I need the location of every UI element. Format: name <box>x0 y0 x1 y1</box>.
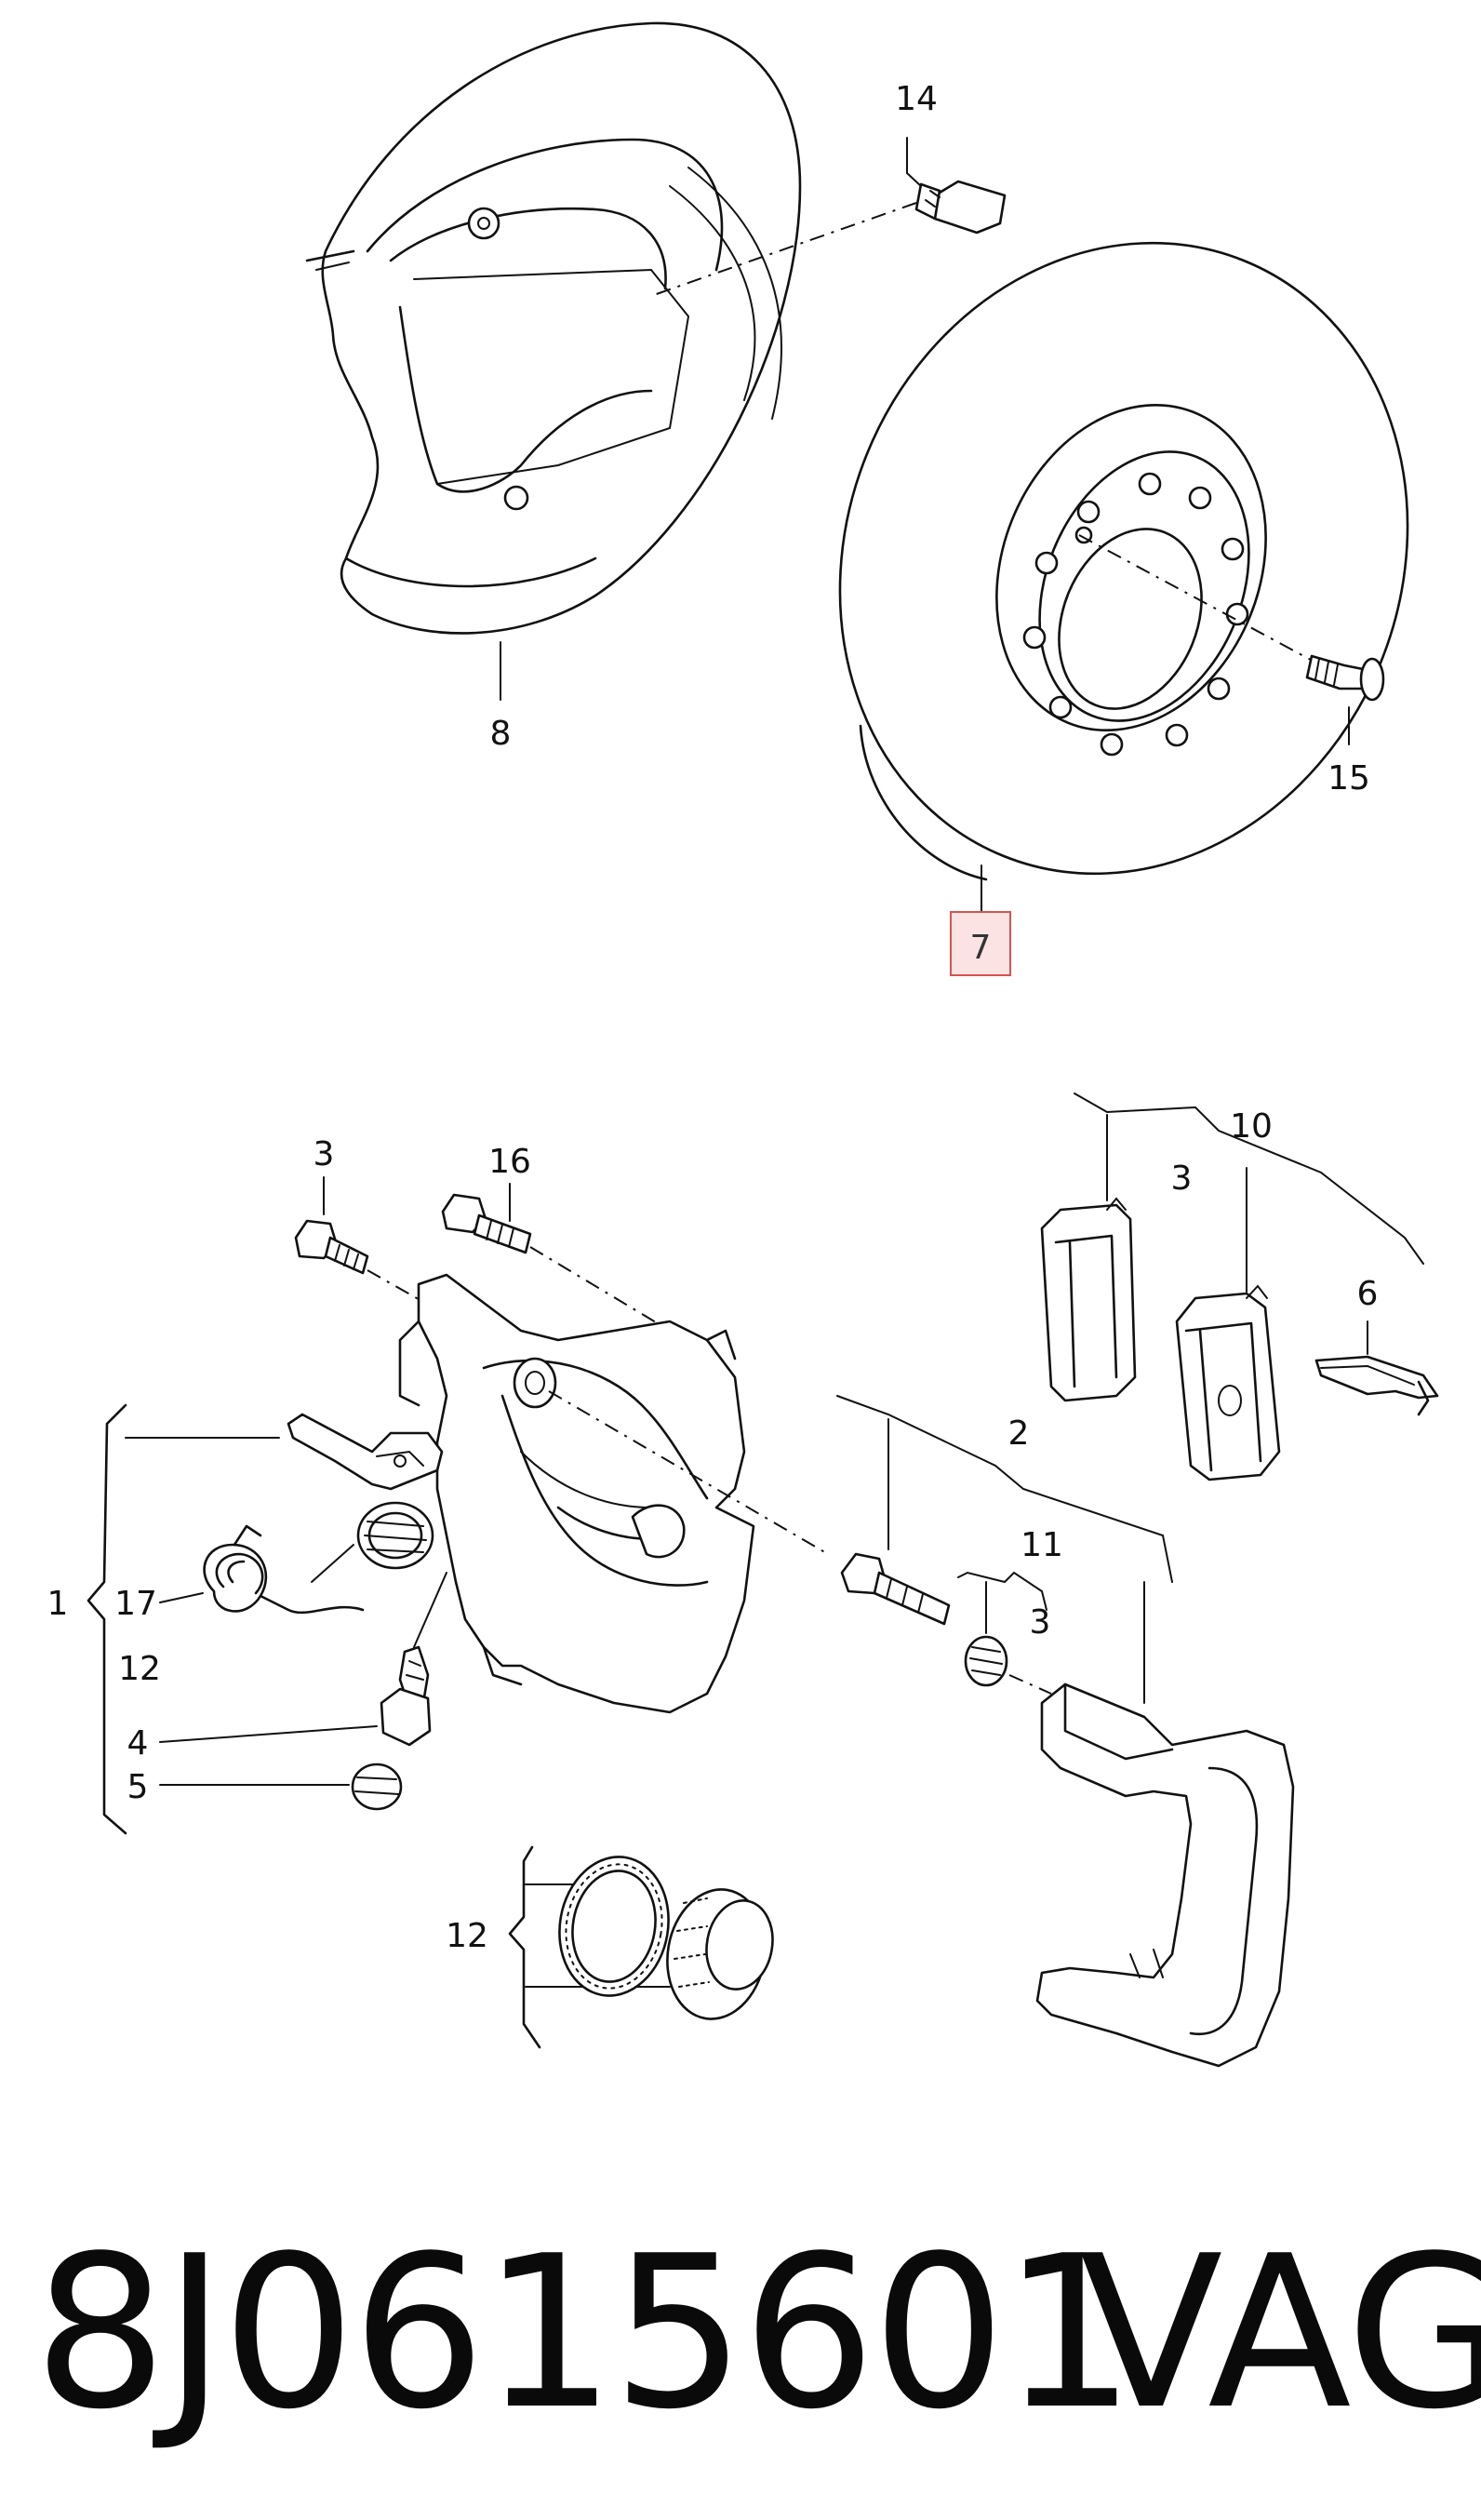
callout-7-highlight[interactable] <box>950 911 1011 976</box>
leader-14b <box>906 172 922 187</box>
handbrake-lever[interactable] <box>287 1413 444 1491</box>
leader-17 <box>159 1592 204 1603</box>
brake-pad-left[interactable] <box>1040 1197 1137 1402</box>
axis-line-14 <box>650 202 917 297</box>
callout-11: 11 <box>1021 1526 1063 1564</box>
callout-15: 15 <box>1328 759 1370 798</box>
brand-name: VAG <box>1079 2211 1481 2456</box>
callout-7: 7 <box>970 929 992 967</box>
brace-12 <box>508 1845 541 2049</box>
leader-bleeder <box>413 1572 447 1648</box>
part-number: 8J0615601 <box>33 2211 1136 2456</box>
brake-disc[interactable] <box>746 156 1481 959</box>
brake-caliper[interactable] <box>398 1273 755 1714</box>
screw-15[interactable] <box>1305 654 1385 702</box>
axis-line-guide <box>548 1390 829 1555</box>
leader-4 <box>159 1725 378 1743</box>
bracket-11 <box>957 1571 1047 1611</box>
bolt-16[interactable] <box>441 1193 532 1254</box>
callout-4: 4 <box>127 1724 149 1763</box>
bracket-10 <box>1074 1092 1424 1265</box>
splash-shield[interactable] <box>305 21 802 635</box>
piston-boot[interactable] <box>658 1882 780 2027</box>
callout-8: 8 <box>490 715 512 753</box>
callout-2: 2 <box>1008 1414 1030 1453</box>
caliper-carrier[interactable] <box>1035 1682 1295 2068</box>
callout-3a: 3 <box>314 1135 335 1173</box>
callout-3b: 3 <box>1171 1159 1193 1198</box>
brace-1 <box>87 1403 127 1835</box>
anti-rattle-clip-6[interactable] <box>1314 1355 1439 1416</box>
callout-14: 14 <box>895 80 938 118</box>
guide-pin[interactable] <box>840 1552 951 1626</box>
callout-12b: 12 <box>446 1917 488 1955</box>
brake-pad-right[interactable] <box>1175 1284 1281 1481</box>
seal-ring[interactable] <box>549 1848 679 2004</box>
leader-spring <box>311 1544 354 1583</box>
axis-line-sleeve <box>1008 1674 1052 1695</box>
lever-spring[interactable] <box>356 1501 434 1570</box>
bolt-3[interactable] <box>294 1219 369 1275</box>
callout-6: 6 <box>1357 1275 1379 1313</box>
bolt-14[interactable] <box>914 180 1007 235</box>
axis-line-15 <box>1078 534 1322 666</box>
callout-1: 1 <box>47 1585 69 1623</box>
callout-3c: 3 <box>1030 1603 1051 1642</box>
bracket-2 <box>836 1395 1173 1583</box>
callout-5: 5 <box>127 1768 149 1806</box>
bleeder-valve[interactable] <box>380 1645 432 1747</box>
callout-12a: 12 <box>118 1650 161 1688</box>
return-spring[interactable] <box>203 1524 365 1615</box>
guide-sleeve[interactable] <box>964 1635 1008 1687</box>
dust-cap[interactable] <box>351 1763 403 1811</box>
callout-10: 10 <box>1230 1107 1273 1146</box>
axis-line-16 <box>529 1246 671 1332</box>
callout-16: 16 <box>488 1143 531 1181</box>
callout-17: 17 <box>114 1585 157 1623</box>
